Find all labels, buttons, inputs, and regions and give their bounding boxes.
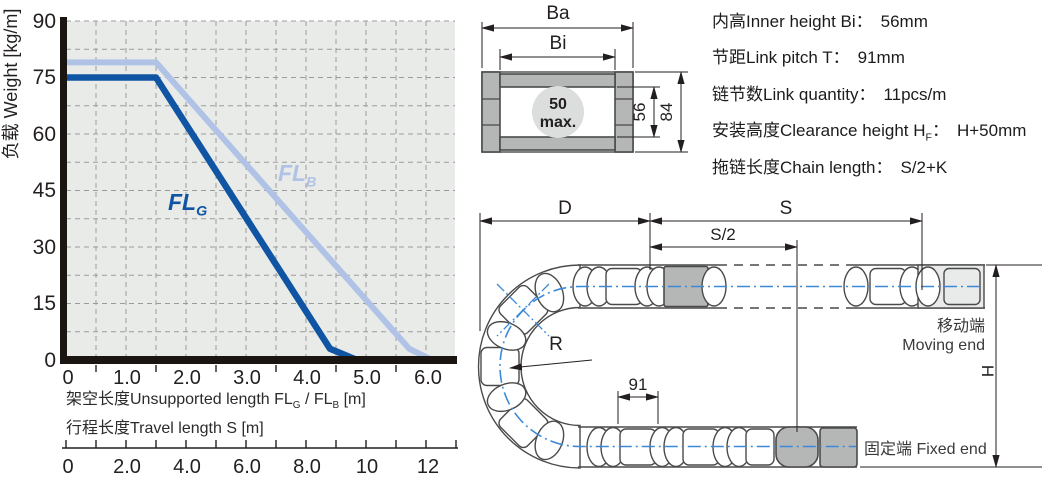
dim-bi: Bi — [499, 33, 616, 70]
x-tick: 5.0 — [353, 367, 381, 389]
cross-section-left-sidebar — [481, 71, 501, 153]
moving-end-label-zh: 移动端 — [937, 317, 985, 335]
x-axis-minor-ticks — [95, 365, 397, 372]
unsupported-length-caption: 架空长度Unsupported length FLG / FLB [m] — [66, 391, 366, 412]
dim-ba-label: Ba — [546, 3, 570, 24]
y-tick: 90 — [33, 10, 56, 33]
bend-center-cross — [496, 283, 550, 337]
flg-curve — [66, 74, 359, 363]
x-tick: 6.0 — [414, 367, 442, 389]
dim-bi-label: Bi — [550, 33, 567, 54]
sidebar-segment-lines — [482, 98, 633, 126]
s-tick: 6.0 — [233, 456, 261, 478]
dim-pitch-91: 91 — [617, 375, 659, 424]
s-tick: 10 — [356, 456, 378, 478]
chain-schematic: D S S/2 91 R H 移动端 Moving end — [477, 198, 1042, 469]
s-tick-labels: 0 2.0 4.0 6.0 8.0 10 12 — [62, 456, 439, 478]
dim-56: 56 — [617, 86, 660, 138]
flb-curve-label: FLB — [278, 160, 317, 191]
dim-s-half: S/2 — [649, 225, 798, 432]
y-tick-labels: 0 15 30 45 60 75 90 — [33, 10, 56, 372]
spec-row-link-quantity: 链节数Link quantity：11pcs/m — [712, 84, 947, 104]
x-tick-labels: 0 1.0 2.0 3.0 4.0 5.0 6.0 — [62, 367, 441, 389]
s-tick: 8.0 — [293, 456, 321, 478]
dim-84-label: 84 — [657, 103, 676, 122]
s-axis: 0 2.0 4.0 6.0 8.0 10 12 — [62, 440, 458, 478]
chain-centerline — [499, 285, 980, 448]
spec-row-inner-height: 内高Inner height Bi：56mm — [712, 12, 928, 31]
dim-s-half-label: S/2 — [710, 225, 736, 244]
s-axis-ticks — [65, 440, 457, 448]
flb-curve — [66, 59, 434, 363]
dim-height-h: H — [860, 264, 1042, 468]
x-tick: 1.0 — [113, 367, 141, 389]
s-tick: 12 — [417, 456, 439, 478]
x-tick: 3.0 — [233, 367, 261, 389]
dim-ba: Ba — [481, 3, 634, 68]
dim-radius: R — [509, 334, 593, 371]
x-tick: 4.0 — [293, 367, 321, 389]
x-axis — [60, 356, 457, 364]
cable-max-unit: max. — [540, 114, 576, 131]
y-axis — [60, 17, 67, 364]
moving-end-label-en: Moving end — [902, 337, 985, 354]
y-tick: 30 — [33, 236, 56, 259]
dim-height-label: H — [978, 365, 997, 377]
dim-d: D — [479, 198, 651, 331]
dim-56-label: 56 — [630, 103, 649, 122]
gridlines — [66, 20, 455, 360]
travel-length-caption: 行程长度Travel length S [m] — [66, 420, 264, 438]
cross-section-diagram: 50 max. Ba Bi 56 84 — [481, 3, 688, 153]
spec-row-clearance-height: 安装高度Clearance height HF：H+50mm — [712, 121, 1027, 144]
flg-curve-label: FLG — [168, 189, 208, 220]
cross-section-bottom-bar — [499, 136, 616, 151]
dim-pitch-label: 91 — [629, 375, 648, 394]
cross-section-top-bar — [499, 73, 616, 88]
x-tick: 0 — [62, 367, 73, 389]
dim-d-label: D — [558, 198, 572, 219]
y-tick: 60 — [33, 123, 56, 146]
y-tick: 15 — [33, 292, 56, 315]
s-tick: 0 — [62, 456, 73, 478]
spec-row-link-pitch: 节距Link pitch T：91mm — [712, 48, 905, 68]
y-axis-title: 负载 Weight [kg/m] — [1, 9, 21, 160]
dim-84: 84 — [635, 71, 688, 153]
dim-radius-label: R — [549, 334, 563, 355]
y-tick: 0 — [44, 349, 56, 372]
x-tick: 2.0 — [173, 367, 201, 389]
y-tick: 75 — [33, 66, 56, 89]
spec-list: 内高Inner height Bi：56mm 节距Link pitch T：91… — [712, 7, 1026, 189]
y-tick: 45 — [33, 179, 56, 202]
cable-diameter-badge — [532, 86, 584, 138]
load-chart: 0 15 30 45 60 75 90 0 1.0 2.0 3.0 4.0 5.… — [1, 9, 458, 478]
fixed-end-block — [819, 427, 858, 468]
s-tick: 4.0 — [173, 456, 201, 478]
cable-max-value: 50 — [549, 96, 567, 113]
dim-s-label: S — [780, 198, 793, 219]
cross-section-right-sidebar — [614, 71, 634, 153]
chart-axis-captions: 架空长度Unsupported length FLG / FLB [m] 行程长… — [66, 388, 366, 440]
fixed-end-label: 固定端 Fixed end — [864, 440, 987, 458]
spec-row-chain-length: 拖链长度Chain length：S/2+K — [712, 157, 948, 177]
s-tick: 2.0 — [113, 456, 141, 478]
dim-s: S — [649, 198, 923, 290]
